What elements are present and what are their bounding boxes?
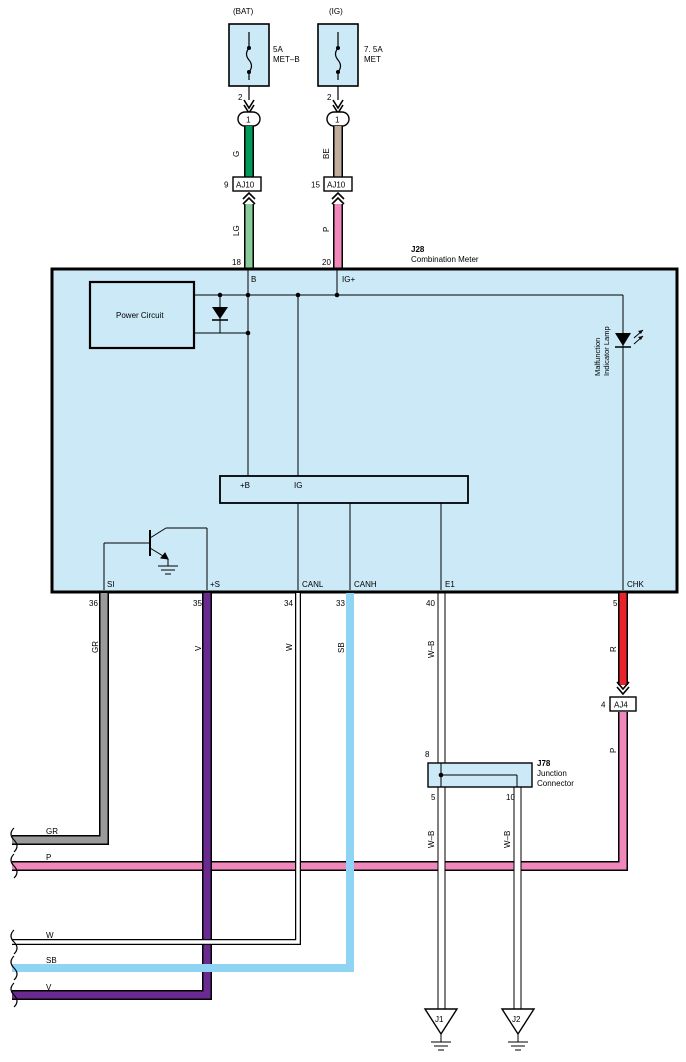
j78-id: J78 bbox=[537, 759, 551, 768]
cont-label-p: P bbox=[46, 853, 51, 862]
fuse-met-terminal: 1 bbox=[335, 116, 340, 125]
meter-bottom-pin-numbers: 36 35 34 33 40 5 bbox=[89, 599, 618, 608]
pin-num-36: 36 bbox=[89, 599, 98, 608]
j78-line2: Connector bbox=[537, 779, 574, 788]
wire-be-label: BE bbox=[322, 148, 331, 159]
ground-icon bbox=[431, 1041, 451, 1051]
meter-ic-block bbox=[219, 475, 469, 504]
meter-pin-e1-label: E1 bbox=[445, 580, 455, 589]
wire-sb-label: SB bbox=[337, 642, 346, 653]
harness-continuation-breaks bbox=[10, 827, 18, 1008]
wire-be bbox=[334, 126, 342, 178]
fuse-met-pin: 2 bbox=[327, 93, 332, 102]
fuse-met-rating: 7. 5A bbox=[364, 45, 383, 54]
aj4-label: AJ4 bbox=[614, 701, 628, 710]
j78-junction-connector: 8 J78 Junction Connector 5 10 bbox=[425, 750, 574, 802]
wire-g bbox=[245, 126, 253, 178]
wire-p-upper bbox=[334, 204, 342, 270]
fuse-met-name: MET bbox=[364, 55, 381, 64]
fuse-met-b-rating: 5A bbox=[273, 45, 283, 54]
wire-wb-j1-label: W–B bbox=[427, 831, 436, 848]
ground-j1-label: J1 bbox=[435, 1015, 444, 1024]
cont-label-sb: SB bbox=[46, 956, 57, 965]
meter-pin-chk-label: CHK bbox=[627, 580, 645, 589]
wire-wb-j2-label: W–B bbox=[503, 831, 512, 848]
ic-pin-plus-b: +B bbox=[240, 481, 250, 490]
fuse-met: (IG) 7. 5A MET 2 1 bbox=[317, 7, 383, 127]
mil-label-line2: Indicator Lamp bbox=[602, 326, 611, 376]
malfunction-indicator-lamp-icon bbox=[615, 329, 644, 348]
fuse-met-b-terminal: 1 bbox=[246, 116, 251, 125]
wire-lg-label: LG bbox=[232, 225, 241, 236]
aj10-label-right: AJ10 bbox=[327, 181, 346, 190]
wire-p-lower bbox=[12, 712, 627, 870]
power-circuit-label: Power Circuit bbox=[116, 311, 164, 320]
transistor-icon bbox=[149, 527, 207, 575]
aj10-label-left: AJ10 bbox=[236, 181, 255, 190]
aj10-connector-right bbox=[323, 176, 353, 192]
meter-pin-b-num: 18 bbox=[232, 258, 241, 267]
wire-wb-e1-label: W–B bbox=[427, 641, 436, 658]
meter-pin-canh-label: CANH bbox=[354, 580, 377, 589]
upper-wires: G BE AJ10 9 AJ10 15 LG P bbox=[224, 126, 353, 270]
ground-j1: J1 bbox=[423, 1008, 459, 1051]
meter-pin-canl-label: CANL bbox=[302, 580, 324, 589]
fuse-met-b-source: (BAT) bbox=[233, 7, 254, 16]
fuse-met-b: (BAT) 5A MET–B 2 1 bbox=[228, 7, 300, 127]
pin-num-5: 5 bbox=[613, 599, 618, 608]
ground-icon bbox=[508, 1041, 528, 1051]
wire-gr bbox=[12, 593, 108, 844]
cont-label-w: W bbox=[46, 931, 54, 940]
meter-pin-si-label: SI bbox=[107, 580, 115, 589]
ic-pin-ig: IG bbox=[294, 481, 302, 490]
aj10-pin-left: 9 bbox=[224, 181, 229, 190]
cont-label-v: V bbox=[46, 983, 52, 992]
j78-pin-out-left: 5 bbox=[431, 793, 436, 802]
j78-pin-in: 8 bbox=[425, 750, 430, 759]
meter-name: Combination Meter bbox=[411, 255, 479, 264]
wire-w bbox=[12, 593, 300, 944]
pin-num-33: 33 bbox=[336, 599, 345, 608]
harness-continuation-labels: GR P W SB V bbox=[46, 827, 58, 992]
cont-label-gr: GR bbox=[46, 827, 58, 836]
pin-num-35: 35 bbox=[193, 599, 202, 608]
fuse-met-b-name: MET–B bbox=[273, 55, 300, 64]
meter-pin-plus-s-label: +S bbox=[210, 580, 220, 589]
wire-g-label: G bbox=[232, 151, 241, 157]
combination-meter: J28 Combination Meter 18 B 20 IG+ bbox=[50, 245, 679, 594]
wire-lg bbox=[245, 204, 253, 270]
ground-j2-label: J2 bbox=[512, 1015, 521, 1024]
fuse-met-source: (IG) bbox=[329, 7, 343, 16]
aj4-connector: AJ4 4 bbox=[601, 681, 637, 712]
ground-j2: J2 bbox=[500, 1008, 536, 1051]
meter-id: J28 bbox=[411, 245, 425, 254]
pin-num-40: 40 bbox=[426, 599, 435, 608]
wire-p-upper-label: P bbox=[322, 227, 331, 232]
wire-v bbox=[12, 593, 211, 999]
aj10-connector-left bbox=[232, 176, 262, 192]
meter-pin-ig-label: IG+ bbox=[342, 275, 355, 284]
wire-gr-label: GR bbox=[91, 641, 100, 653]
meter-pin-ig-num: 20 bbox=[322, 258, 331, 267]
j78-line1: Junction bbox=[537, 769, 567, 778]
meter-pin-b-label: B bbox=[251, 275, 256, 284]
power-circuit-box bbox=[88, 280, 196, 350]
wire-v-label: V bbox=[194, 645, 203, 651]
diode-icon bbox=[212, 307, 228, 321]
wire-p-lower-label: P bbox=[609, 748, 618, 753]
lower-wires: GR P R V W SB W–B W–B W–B bbox=[12, 592, 628, 1010]
wire-sb bbox=[12, 593, 354, 972]
j78-pin-out-right: 10 bbox=[506, 793, 515, 802]
aj4-pin: 4 bbox=[601, 701, 606, 710]
fuse-met-b-pin: 2 bbox=[238, 93, 243, 102]
aj10-pin-right: 15 bbox=[311, 181, 320, 190]
pin-num-34: 34 bbox=[284, 599, 293, 608]
mil-label-line1: Malfunction bbox=[593, 338, 602, 376]
wire-r bbox=[619, 593, 627, 685]
wire-w-label: W bbox=[285, 643, 294, 651]
wire-r-label: R bbox=[609, 646, 618, 652]
